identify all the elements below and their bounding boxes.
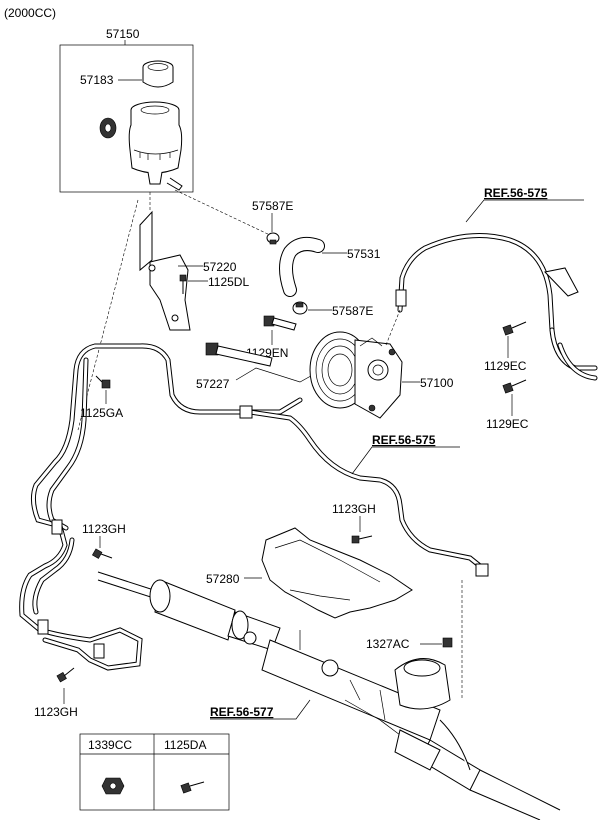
grommet-part [99, 117, 117, 139]
nut-1339cc-icon [101, 777, 125, 795]
clamp-lower-icon [292, 301, 308, 315]
bolt-1123gh-a-label: 1123GH [332, 502, 376, 516]
bolt-1125dl-icon [179, 274, 187, 294]
suction-hose-part [279, 237, 325, 297]
heat-shield-label: 57280 [206, 572, 240, 586]
bolt-1123gh-c-label: 1123GH [34, 705, 78, 719]
bolt-1123gh-b-label: 1123GH [82, 522, 126, 536]
bolt-1129ec-a-label: 1129EC [484, 359, 527, 373]
ref-bottom-label: REF.56-577 [210, 705, 274, 719]
bolt-1123gh-a-icon [351, 535, 373, 544]
bolt-1129ec-b-label: 1129EC [486, 417, 529, 431]
nut-1327ac-icon [442, 637, 453, 648]
pump-label: 57100 [420, 376, 454, 390]
bolt-1125dl-label: 1125DL [208, 275, 249, 289]
clamp-upper-icon [266, 232, 280, 245]
bolt-1129ec-b-icon [502, 379, 527, 394]
heat-shield-part [261, 527, 413, 619]
reservoir-callout-box [59, 44, 194, 193]
clamp-lower-label: 57587E [332, 304, 373, 318]
reservoir-cap-part [142, 60, 174, 88]
bolt-1125ga-label: 1125GA [80, 406, 123, 420]
ref-top-label: REF.56-575 [484, 186, 548, 200]
bolt-57227-label: 57227 [196, 377, 230, 391]
bolt-1129ec-a-icon [502, 321, 527, 336]
ref-mid-label: REF.56-575 [372, 433, 436, 447]
legend-col1-label: 1339CC [88, 738, 132, 752]
bolt-57227-icon [205, 342, 273, 367]
suction-hose-label: 57531 [347, 247, 381, 261]
pressure-hose-part [395, 233, 598, 381]
bolt-1125ga-icon [95, 375, 111, 389]
reservoir-cap-label: 57183 [80, 73, 114, 87]
clamp-upper-label: 57587E [252, 199, 293, 213]
nut-1327ac-label: 1327AC [366, 637, 410, 651]
bolt-1123gh-c-icon [56, 667, 75, 683]
middle-pressure-line-part [239, 405, 489, 577]
legend-table [79, 733, 230, 811]
bolt-1129en-icon [263, 315, 297, 331]
reservoir-tank-part [128, 101, 183, 191]
engine-variant-label: (2000CC) [4, 6, 56, 20]
reservoir-bracket-part [139, 192, 191, 331]
bolt-1123gh-b-icon [91, 548, 113, 559]
return-line-part [19, 343, 303, 671]
bolt-1125da-icon [180, 781, 205, 794]
bracket-label: 57220 [203, 260, 237, 274]
steering-rack-part [97, 571, 561, 820]
legend-col2-label: 1125DA [164, 738, 206, 752]
power-steering-pump-part [309, 331, 403, 419]
reservoir-assy-label: 57150 [106, 27, 140, 41]
